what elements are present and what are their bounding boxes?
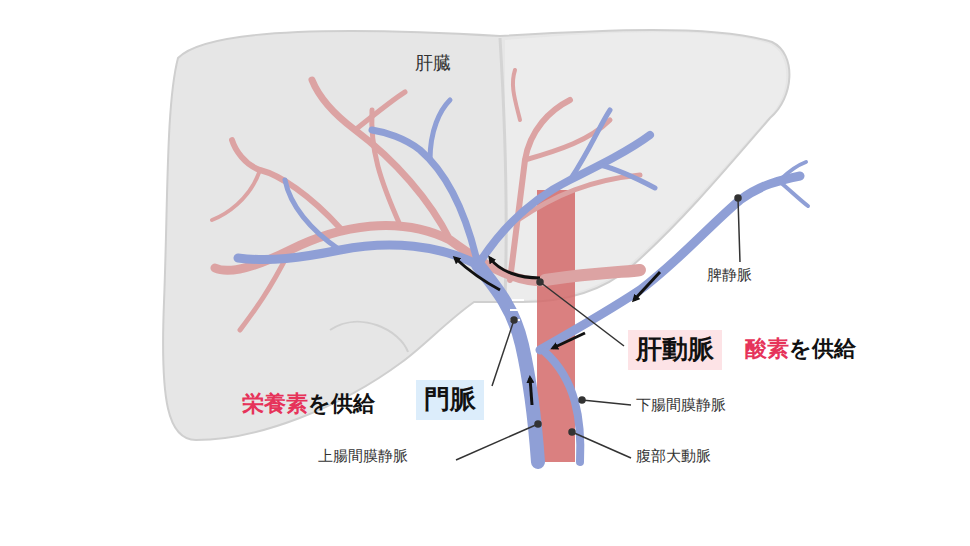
vessel-label: 腹部大動脈 — [636, 447, 711, 465]
hepatic-artery — [212, 70, 640, 330]
falciform-line — [500, 38, 506, 300]
liver-outline — [163, 30, 789, 440]
organ-label: 肝臓 — [415, 52, 451, 74]
portal-vein — [238, 100, 808, 462]
liver-lower-lobe — [330, 322, 408, 352]
artery-label-box: 肝動脈 — [628, 330, 722, 370]
vessel-label: 脾静脈 — [707, 266, 752, 284]
highlight-text: 酸素 — [745, 336, 789, 362]
abdominal-aorta — [537, 190, 575, 462]
vessel-label: 上腸間膜静脈 — [318, 447, 408, 465]
box-text: 肝動脈 — [636, 334, 714, 365]
box-text: 門脈 — [424, 384, 476, 415]
function-text: を供給 — [308, 391, 375, 417]
vessel-label: 下腸間膜静脈 — [636, 396, 726, 414]
highlight-text: 栄養素 — [242, 391, 308, 417]
leader-lines — [456, 195, 741, 460]
vein-label-box: 門脈 — [416, 380, 484, 420]
function-text: を供給 — [789, 336, 856, 362]
